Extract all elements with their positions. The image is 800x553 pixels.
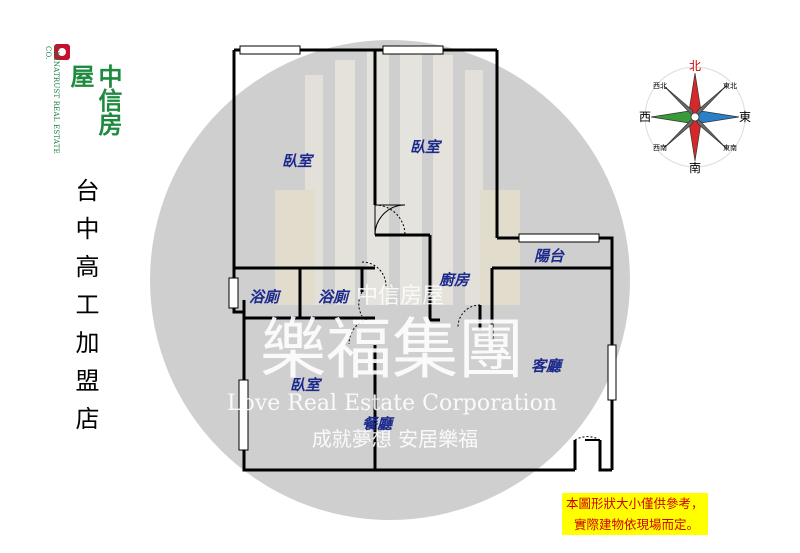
compass-southeast: 東南 xyxy=(723,143,737,152)
watermark-overlay-brand: 中信房屋 xyxy=(356,284,444,309)
compass-east: 東 xyxy=(739,110,751,124)
brand-mark-icon xyxy=(54,44,70,60)
windows xyxy=(228,45,617,451)
compass-rose-icon: 北 南 東 西 東北 西北 東南 西南 xyxy=(639,59,751,175)
room-label-dining-room: 餐廳 xyxy=(362,415,395,433)
brand-logo: CHINATRUST REAL ESTATE CO. 中信房屋 xyxy=(44,44,130,159)
room-label-kitchen: 廚房 xyxy=(438,271,471,289)
room-label-bedroom-2: 臥室 xyxy=(410,138,443,156)
compass-north: 北 xyxy=(689,59,701,73)
room-label-living-room: 客廳 xyxy=(531,357,564,375)
watermark-slogan: 成就夢想 安居樂福 xyxy=(312,427,478,451)
compass-northeast: 東北 xyxy=(723,81,737,90)
brand-name-cn: 中信房屋 xyxy=(66,64,122,136)
watermark-circle xyxy=(150,40,630,520)
disclaimer-line-2: 實際建物依現場而定。 xyxy=(574,517,700,532)
disclaimer-box: 本圖形狀大小僅供參考， 實際建物依現場而定。 xyxy=(562,493,708,535)
compass-south: 南 xyxy=(689,160,701,175)
doors xyxy=(348,204,601,441)
room-label-balcony: 陽台 xyxy=(534,247,565,265)
room-label-bedroom-3: 臥室 xyxy=(290,376,323,394)
compass-northwest: 西北 xyxy=(653,82,667,90)
watermark-title-en: Love Real Estate Corporation xyxy=(227,391,557,416)
disclaimer-line-1: 本圖形狀大小僅供參考， xyxy=(566,496,704,511)
brand-name-en: CHINATRUST REAL ESTATE CO. xyxy=(44,46,60,154)
room-label-bedroom-1: 臥室 xyxy=(282,152,315,170)
room-label-bathroom-1: 浴廁 xyxy=(249,288,282,306)
watermark-title-cn: 樂福集團 xyxy=(260,311,524,388)
compass-west: 西 xyxy=(639,110,651,124)
watermark-building-icon xyxy=(275,45,520,305)
compass-southwest: 西南 xyxy=(653,143,667,152)
store-name: 台中高工加盟店 xyxy=(71,178,99,444)
room-label-bathroom-2: 浴廁 xyxy=(318,288,351,306)
